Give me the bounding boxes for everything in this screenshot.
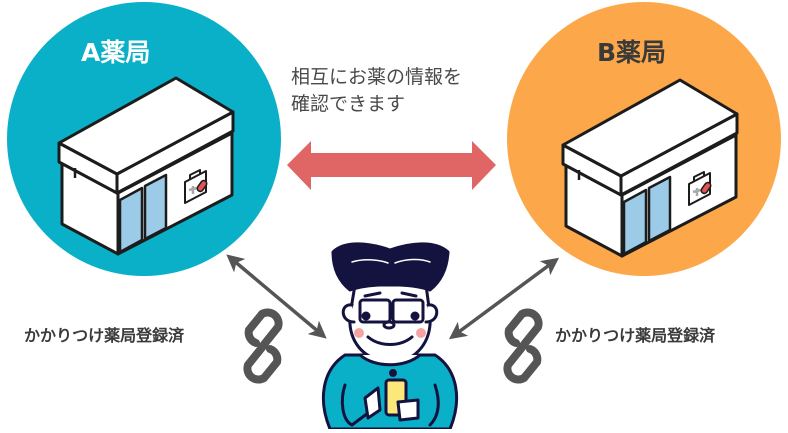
medical-bag-icon [184,169,208,204]
pharmacy-b-building-icon [561,78,739,258]
registered-label-right: かかりつけ薬局登録済 [555,326,716,345]
pharmacy-b-title: B薬局 [597,38,667,67]
person-with-smartphone-illustration [321,242,459,431]
right-connection-arrow [448,257,560,340]
link-icon-right [503,308,543,384]
info-sharing-caption: 相互にお薬の情報を 確認できます [291,64,462,118]
medical-bag-icon [688,171,712,206]
hair [331,242,450,292]
pharmacy-a-building-icon [57,76,235,256]
info-exchange-double-arrow [287,141,496,190]
info-caption-line-2: 確認できます [291,93,406,115]
registered-label-left: かかりつけ薬局登録済 [24,326,185,345]
left-connection-arrow [226,254,327,339]
pharmacy-a-title: A薬局 [81,38,151,67]
link-icon-left [243,308,283,384]
info-caption-line-1: 相互にお薬の情報を [291,66,463,88]
